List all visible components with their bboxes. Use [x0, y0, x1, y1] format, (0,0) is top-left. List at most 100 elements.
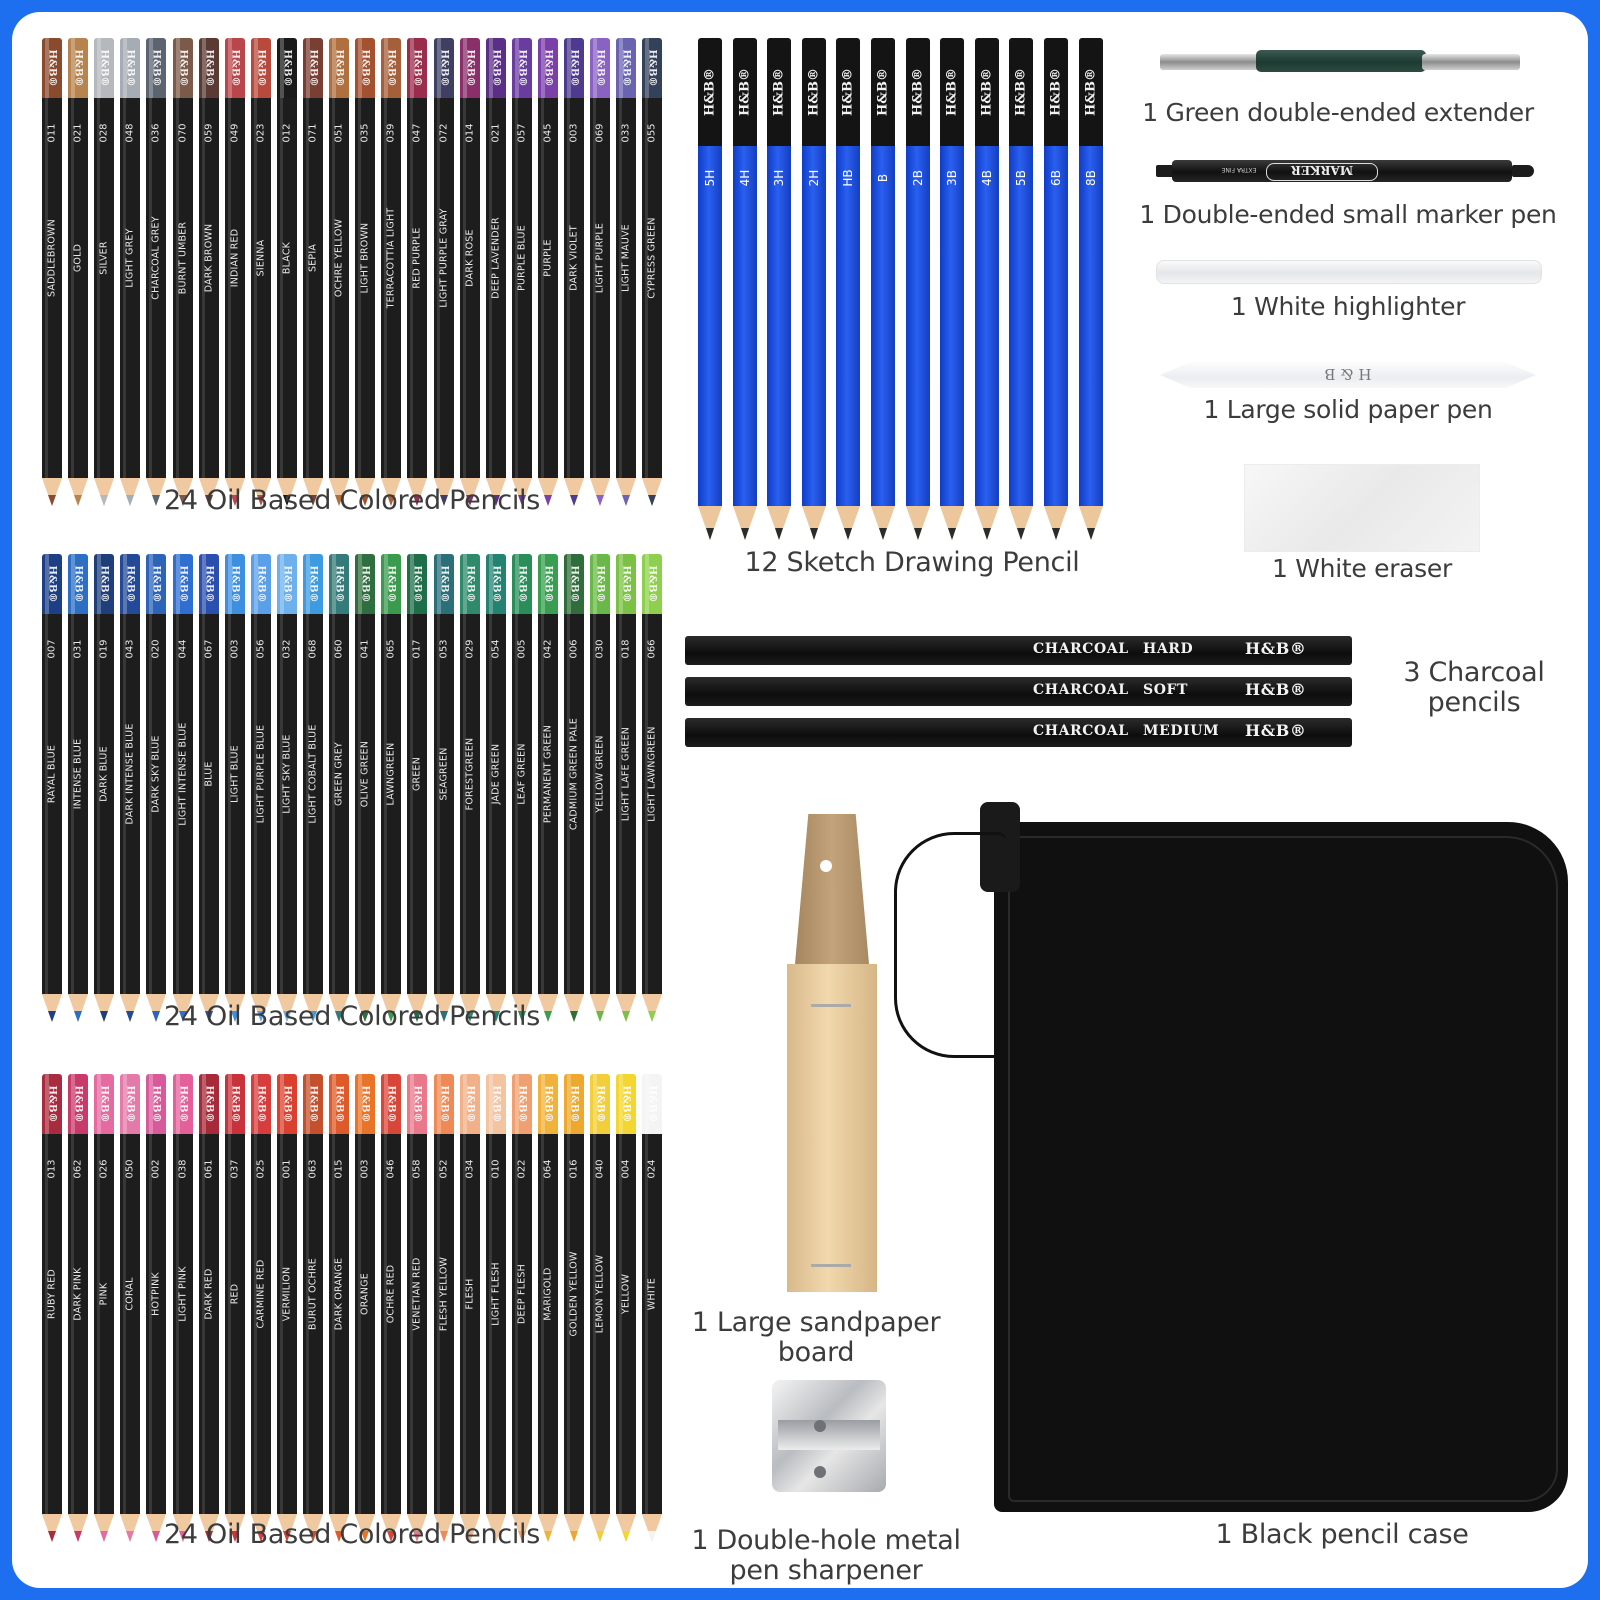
- pencil-wood-tip: [590, 994, 611, 1022]
- pencil-color-band: [381, 1074, 402, 1134]
- sketch-pencil-body: 2B: [905, 146, 930, 506]
- pencil-body: [407, 98, 428, 478]
- pencil-color-name: GREEN: [407, 674, 427, 874]
- pencil-wood-tip: [511, 478, 532, 506]
- pencil-color-name-text: CYPRESS GREEN: [646, 217, 658, 299]
- pencil-wood-tip: [68, 994, 89, 1022]
- pencil-brand-text: H&B®: [203, 565, 215, 603]
- sketch-pencil-lead: [740, 528, 749, 540]
- pencil-code: 016: [564, 1154, 584, 1184]
- sketch-pencil-grade: 3B: [940, 158, 964, 198]
- pencil-body: [68, 98, 89, 478]
- pencil-code-text: 059: [203, 123, 215, 143]
- sketch-pencil-grade-text: 4B: [979, 170, 994, 186]
- pencil-color-name-text: OCHRE RED: [385, 1264, 397, 1324]
- pencil-wood-tip: [303, 1514, 323, 1542]
- pencil-color-name: LIGHT LAFE GREEN: [616, 674, 636, 874]
- pencil-lead: [648, 1531, 657, 1542]
- pencil-color-name: DARK VIOLET: [564, 158, 584, 358]
- pencil-wood-tip: [433, 478, 454, 506]
- pencil-body: [381, 614, 402, 994]
- pencil-color-name-text: MARIGOLD: [542, 1267, 554, 1321]
- pencil-brand: H&B®: [590, 42, 610, 94]
- pencil-code-text: 012: [281, 123, 293, 143]
- pencil-color-name: SILVER: [94, 158, 114, 358]
- pencil-code: 071: [303, 118, 323, 148]
- pencil-code-text: 022: [516, 1159, 528, 1179]
- pencil-brand-text: H&B®: [229, 1085, 241, 1123]
- pencil-code-text: 048: [124, 123, 136, 143]
- pencil-wood-tip: [537, 478, 558, 506]
- pencil-color-name-text: DARK PINK: [72, 1267, 84, 1321]
- pencil-color-name: PURPLE BLUE: [512, 158, 532, 358]
- pencil-brand: H&B®: [329, 558, 349, 610]
- pencil-code-text: 020: [150, 639, 162, 659]
- pencil-wood-tip: [94, 994, 115, 1022]
- pencil-body: [146, 98, 167, 478]
- pencil-code: 005: [512, 634, 532, 664]
- sketch-pencil-grade-text: 2H: [806, 169, 821, 187]
- pencil-brand-text: H&B®: [333, 1085, 345, 1123]
- pencil-code: 022: [512, 1154, 532, 1184]
- pencil-brand-text: H&B®: [281, 565, 293, 603]
- pencil-lead: [335, 1531, 344, 1542]
- pencil-code: 069: [590, 118, 610, 148]
- sketch-pencil-grade-text: 5H: [703, 169, 717, 187]
- pencil-color-name: SEPIA: [303, 158, 323, 358]
- pencil-lead: [543, 495, 552, 506]
- pencil-color-band: [564, 1074, 584, 1134]
- pencil-code: 032: [277, 634, 297, 664]
- pencil-body: [224, 1134, 245, 1514]
- pencil-color-band: [198, 38, 219, 98]
- pencil-color-name-text: SADDLEBROWN: [46, 219, 58, 297]
- pencil-code: 058: [407, 1154, 427, 1184]
- pencil-color-band: [537, 38, 558, 98]
- pencil-color-name: ORANGE: [355, 1194, 375, 1394]
- pencil-color-band: [68, 38, 89, 98]
- pencil-color-name: DARK BROWN: [199, 158, 219, 358]
- pencil-brand: H&B®: [94, 558, 114, 610]
- pencil-brand-text: H&B®: [177, 565, 188, 603]
- pencil-brand-text: H&B®: [464, 1085, 476, 1123]
- charcoal-brand: H&B®: [1245, 721, 1307, 740]
- pencil-wood-tip: [485, 478, 506, 506]
- pencil-color-name-text: LEAF GREEN: [516, 743, 528, 805]
- pencil-color-name: LIGHT INTENSE BLUE: [173, 674, 193, 874]
- pencil-code: 019: [94, 634, 114, 664]
- pencil-brand: H&B®: [68, 1078, 88, 1130]
- sketch-pencil-body: 8B: [1078, 146, 1103, 506]
- pencil-code: 050: [120, 1154, 140, 1184]
- pencil-body: [485, 98, 506, 478]
- pencil-color-name-text: FLESH: [464, 1278, 476, 1310]
- pencil-color-name-text: GREEN GREY: [333, 742, 345, 806]
- pencil-code-text: 032: [281, 639, 293, 659]
- sketch-pencil-brand: H&B®: [875, 67, 891, 117]
- pencil-body: [276, 614, 297, 994]
- pencil-color-name-text: DARK SKY BLUE: [150, 735, 162, 813]
- pencil-color-band: [407, 1074, 428, 1134]
- pencil-wood-tip: [642, 1514, 663, 1542]
- pencil-color-name: DARK PINK: [68, 1194, 88, 1394]
- pencil-color-name-text: YELLOW GREEN: [594, 735, 606, 813]
- pencil-color-name: LIGHT GREY: [120, 158, 140, 358]
- sketch-pencil-body: 3B: [940, 146, 965, 506]
- pencil-color-name: CYPRESS GREEN: [642, 158, 662, 358]
- pencil-color-name-text: RUBY RED: [46, 1269, 58, 1319]
- pencil-code-text: 052: [438, 1159, 449, 1179]
- pencil-lead: [596, 1011, 605, 1022]
- pencil-wood-tip: [642, 994, 663, 1022]
- pencil-code-text: 041: [359, 639, 371, 659]
- sketch-pencil-grade-text: 4H: [737, 169, 752, 187]
- pencil-color-band: [511, 554, 532, 614]
- pencil-code: 021: [68, 118, 88, 148]
- pencil-wood-tip: [537, 994, 558, 1022]
- pencil-lead: [204, 1531, 213, 1542]
- pencil-brand-text: H&B®: [46, 565, 58, 603]
- pencil-color-name-text: LIGHT INTENSE BLUE: [177, 722, 188, 826]
- pencil-brand: H&B®: [381, 558, 401, 610]
- pencil-wood-tip: [120, 994, 141, 1022]
- pencil-color-name-text: LIGHT LAWNGREEN: [646, 726, 658, 822]
- pencil-code: 039: [381, 118, 401, 148]
